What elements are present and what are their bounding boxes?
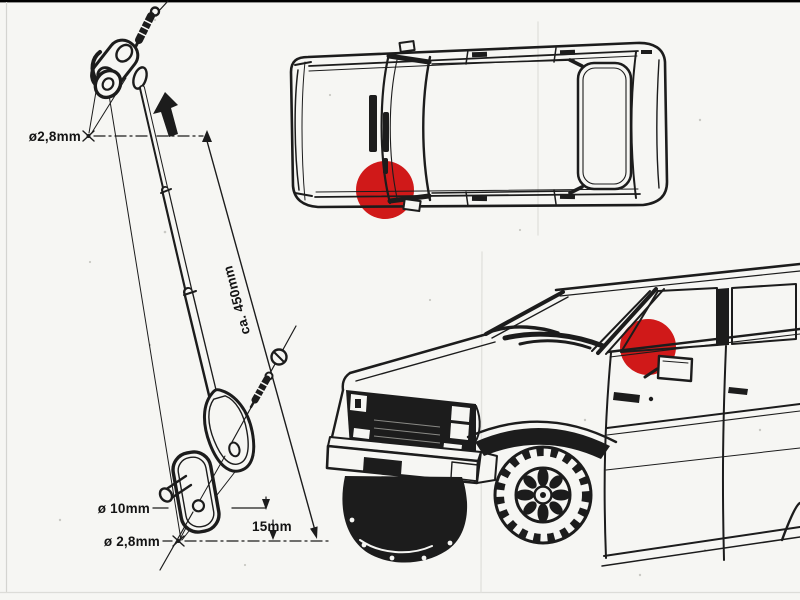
car-front-three-quarter-view <box>325 262 800 567</box>
fastener-screw-nut <box>159 325 297 571</box>
license-plate <box>363 457 402 475</box>
antenna-assembly-diagram: ø2,8mm ca. 450mm ø 10mm 15mm ø 2,8mm <box>29 0 331 571</box>
roof-line <box>554 262 800 292</box>
label-hole-offset: 15mm <box>252 519 292 534</box>
front-door-seam <box>603 352 612 559</box>
base-plate-slot <box>228 441 241 458</box>
stud-pin <box>158 474 193 503</box>
body-outline <box>289 41 669 209</box>
top-border <box>0 0 800 3</box>
axis-extension-line <box>103 63 182 541</box>
scan-crease-lower <box>480 251 483 593</box>
rear-door-window <box>731 283 797 345</box>
paper-speckles <box>58 18 762 577</box>
rear-door-handle <box>728 387 748 395</box>
side-mirror <box>643 354 694 383</box>
front-left-wheel <box>342 476 468 563</box>
label-mast-length: ca. 450mm <box>220 264 253 336</box>
rear-wheel-arch <box>780 501 800 542</box>
car-top-view <box>289 40 669 219</box>
label-upper-hole-diameter: ø2,8mm <box>29 129 81 144</box>
wheel-arch <box>475 427 610 459</box>
left-mirror-top-view <box>398 40 416 53</box>
rear-window <box>576 61 633 191</box>
front-right-wheel <box>493 445 593 545</box>
a-pillar <box>591 287 665 355</box>
wiper-area <box>490 325 606 350</box>
up-arrow-icon <box>153 92 178 137</box>
rear-door-seam <box>721 345 727 561</box>
label-pilot-hole-diameter: ø 2,8mm <box>104 534 160 549</box>
front-door-handle <box>613 392 640 403</box>
upper-hole-point-marker <box>82 130 95 142</box>
side-body <box>601 283 800 567</box>
dimension-arrow-top <box>202 130 212 142</box>
right-mirror-top-view <box>402 197 422 213</box>
antenna-mast <box>132 66 219 405</box>
windshield-cowl-line <box>380 52 392 205</box>
mast-tip-eyelet <box>132 66 148 90</box>
front-bumper <box>325 436 498 485</box>
label-base-hole-diameter: ø 10mm <box>98 501 150 516</box>
length-dimension-line <box>206 140 317 535</box>
base-plate <box>203 388 256 473</box>
dimension-arrow-bottom <box>310 526 318 539</box>
mount-location-marker-top-view <box>356 161 414 219</box>
bracket-small-hole <box>191 499 206 513</box>
upper-mount-bracket <box>90 38 140 100</box>
b-pillar <box>717 288 729 346</box>
mounting-bracket-lower <box>171 450 221 534</box>
beltline <box>606 327 800 354</box>
